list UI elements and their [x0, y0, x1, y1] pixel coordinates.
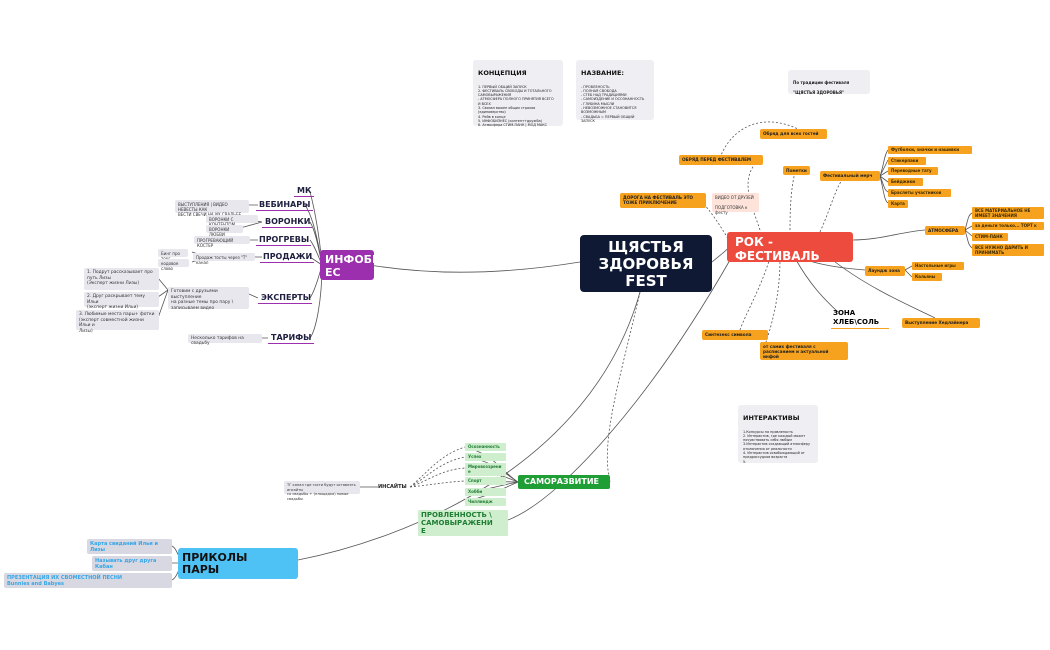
poetry-node[interactable]: Пометки — [783, 166, 810, 175]
insights-note[interactable]: ТГ канал где гости будут оставлять инсай… — [284, 481, 360, 501]
atmosphere-item-steampunk[interactable]: СТИМ-ПАНК — [972, 233, 1008, 241]
merch-item-bracelets[interactable]: Браслеты участников — [888, 189, 951, 197]
atmosphere-item-money[interactable]: за деньги только... ТОРТ к — [972, 222, 1044, 230]
selfdev-item-awareness[interactable]: Осознанность — [465, 443, 506, 451]
name-content: - ПРОВЛЕНОСТЬ - ПОЛНАЯ СВОБОДА - СТЕБ НА… — [581, 84, 645, 123]
link-rock-coupons — [739, 257, 771, 331]
atmosphere-node[interactable]: АТМОСФЕРА — [925, 226, 965, 235]
link-rock-merch — [819, 179, 843, 233]
link-kids-items — [904, 265, 913, 278]
merch-item-badges[interactable]: Бейджики — [888, 178, 923, 186]
link-rock-rituals — [747, 159, 761, 231]
link-rock-poetry — [789, 171, 796, 231]
link-central-selfdev — [606, 291, 641, 483]
sales-note[interactable]: Продаж тосты через "Т" канал — [193, 253, 255, 265]
sales-subnote-codeword[interactable]: кодовое слово — [158, 259, 189, 271]
interactives-card[interactable]: ИНТЕРАКТИВЫ 1.Конкурсы на прявленость 2.… — [738, 405, 818, 464]
concept-card[interactable]: КОНЦЕПЦИЯ 1. ПЕРВЫЙ ОБЩИЙ ЗАПУСК 2. ФЕСТ… — [473, 60, 563, 128]
webinar-note[interactable]: ВЫСТУПЛЕНИЯ | ВИДЕО НЕВЕСТЫ КАК ВЕСТИ СВ… — [175, 200, 249, 217]
link-central-infobiz — [369, 261, 581, 273]
experts-note[interactable]: Готовим с друзьями выступление на разные… — [168, 287, 249, 311]
road-note[interactable]: ВИДЕО ОТ ДРУЗЕЙ ПОДГОТОВКА к фесту — [712, 193, 759, 215]
branch-tariffs[interactable]: ТАРИФЫ — [268, 333, 314, 344]
merch-item-badges-patches[interactable]: Футболки, значки и нашивки — [888, 146, 972, 154]
branch-warmups[interactable]: ПРОГРЕВЫ — [256, 235, 311, 246]
name-title: НАЗВАНИЕ: — [581, 69, 624, 78]
link-rock-headliner — [829, 257, 936, 319]
tariffs-note[interactable]: Несколько тарифов на свадьбу — [188, 334, 262, 346]
interactives-title: ИНТЕРАКТИВЫ — [743, 414, 800, 423]
branch-experts[interactable]: ЭКСПЕРТЫ — [258, 293, 312, 304]
branch-funnels[interactable]: ВОРОНКИ — [262, 217, 312, 228]
experts-subnote-ilya[interactable]: 2. Друг раскрывает тему Ильи (эксперт жи… — [84, 292, 159, 310]
selfdev-item-worldview[interactable]: Мировоззрени е — [465, 463, 506, 476]
concept-content: 1. ПЕРВЫЙ ОБЩИЙ ЗАПУСК 2. ФЕСТИВАЛЬ СВОБ… — [478, 84, 554, 128]
tradition-content: По традиции фестиваля "ЩЯСТЬЯ ЗДОРОВЬЯ" — [793, 80, 850, 95]
selfdev-item-success[interactable]: Успех — [465, 453, 506, 461]
tradition-card[interactable]: По традиции фестиваля "ЩЯСТЬЯ ЗДОРОВЬЯ" — [788, 70, 870, 95]
central-topic[interactable]: ЩЯСТЬЯ ЗДОРОВЬЯ FEST — [580, 235, 712, 292]
ritual-before-fest[interactable]: ОБРЯД ПЕРЕД ФЕСТИВАЛЕМ — [679, 155, 763, 165]
branch-webinars[interactable]: ВЕБИНАРЫ — [256, 200, 313, 211]
road-to-fest[interactable]: ДОРОГА НА ФЕСТИВАЛЬ ЭТО ТОЖЕ ПРИКЛЮЧЕНИЕ — [620, 193, 706, 208]
selfdev-item-sport[interactable]: Спорт — [465, 477, 506, 485]
sales-subnote-bing[interactable]: Бинг про торг — [158, 249, 188, 261]
selfdev-item-challenge[interactable]: Чиллиндж — [465, 498, 506, 506]
concept-title: КОНЦЕПЦИЯ — [478, 69, 527, 78]
merch-item-stickerpacks[interactable]: Стикерпаки — [888, 157, 926, 165]
link-rock-atmos — [851, 229, 926, 241]
rock-festival-topic[interactable]: РОК - ФЕСТИВАЛЬ — [727, 232, 853, 263]
warmup-note[interactable]: ПРОГРЕВАЮЩИЙ КОСТЕР — [194, 236, 250, 248]
coupons-node[interactable]: Синтезекс символа — [702, 330, 768, 340]
self-development-topic[interactable]: САМОРАЗВИТИЕ — [518, 475, 610, 489]
fest-merch-node[interactable]: Фестивальный мерч — [820, 171, 880, 181]
link-atmos-items — [964, 212, 973, 249]
lounge-item-boardgames[interactable]: Настольные игры — [912, 262, 964, 270]
interactives-content: 1.Конкурсы на прявленость 2. Интерактив,… — [743, 429, 810, 464]
ritual-for-guests[interactable]: Обряд для всех гостей — [760, 129, 827, 139]
provlenost-node[interactable]: ПРОВЛЕННОСТЬ \ САМОВЫРАЖЕНИ Е — [418, 510, 508, 536]
link-infobiz-branches — [304, 191, 323, 339]
insights-node[interactable]: ИНСАЙТЫ — [378, 484, 407, 490]
link-rituals-guests — [719, 121, 801, 159]
lounge-item-hookahs[interactable]: Кальяны — [912, 273, 942, 281]
bread-salt-zone[interactable]: ЗОНА ХЛЕБ\СОЛЬ — [831, 308, 889, 329]
link-central-provl — [507, 259, 731, 521]
funnel-note-love[interactable]: ВОРОНКИ ЛЮБВИ — [206, 225, 243, 237]
merch-item-map[interactable]: Карта — [888, 200, 908, 208]
experts-subnote-liza[interactable]: 1. Подрут рассказывает про путь Лизы (Эк… — [84, 268, 159, 290]
selfdev-item-hobby[interactable]: Хобби — [465, 488, 506, 496]
atmosphere-item-gifts[interactable]: ВСЕ НУЖНО ДАРИТЬ И ПРИНИМАТЬ — [972, 244, 1044, 256]
headliner-node[interactable]: Выступление Хедлайнера — [902, 318, 980, 328]
jokes-item-boar[interactable]: Называть друг друга Кабан — [92, 556, 172, 571]
link-rock-fest-open — [764, 257, 781, 346]
experts-subnote-places[interactable]: 3. Любимые места пары+ фотки (эксперт со… — [76, 310, 159, 334]
branch-sales[interactable]: ПРОДАЖИ — [260, 252, 314, 263]
link-merch-items — [879, 149, 889, 204]
couple-jokes-topic[interactable]: ПРИКОЛЫ ПАРЫ — [178, 548, 298, 579]
merch-item-tattoos[interactable]: Переводные тату — [888, 167, 938, 175]
lounge-zone-node[interactable]: Лаундж зона — [865, 266, 905, 276]
link-insights-items — [409, 446, 466, 488]
link-central-jokes — [297, 291, 641, 561]
jokes-item-song-presentation[interactable]: ПРЕЗЕНТАЦИЯ ИХ СВОМЕСТНОЙ ПЕСНИ Bunnies … — [4, 573, 172, 588]
jokes-item-date-map[interactable]: Карта свиданий Ильи и Лизы — [87, 539, 172, 554]
infobiz-topic[interactable]: ИНФОБИЗН ЕС — [320, 250, 398, 280]
fest-open-node[interactable]: от самих фестиваля с расписанием и актуа… — [760, 342, 848, 360]
link-rock-bread — [794, 257, 839, 313]
branch-mk[interactable]: МК — [294, 186, 314, 197]
atmosphere-item-material[interactable]: ВСЕ МАТЕРИАЛЬНОЕ НЕ ИМЕЕТ ЗНАЧЕНИЯ — [972, 207, 1044, 219]
funnel-note-content[interactable]: ВОРОНКИ С КОНТЕНТОМ — [206, 215, 258, 227]
name-card[interactable]: НАЗВАНИЕ: - ПРОВЛЕНОСТЬ - ПОЛНАЯ СВОБОДА… — [576, 60, 654, 123]
